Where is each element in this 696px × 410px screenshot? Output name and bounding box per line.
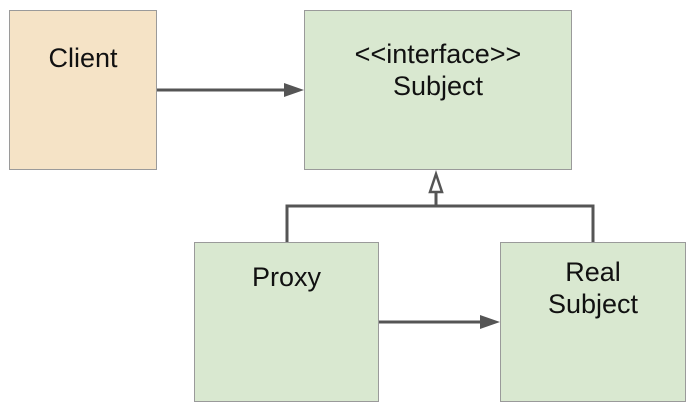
subject-stereotype: <<interface>> [354, 39, 522, 69]
subject-label: Subject [392, 71, 484, 101]
client-to-subject-arrowhead [284, 83, 304, 97]
client-label: Client [48, 43, 118, 73]
proxy-to-real-subject-arrowhead [480, 315, 500, 329]
real-subject-realization-line [436, 204, 595, 242]
proxy-class-box[interactable]: Proxy [194, 242, 379, 402]
proxy-realization-line [285, 204, 436, 242]
realization-connector [285, 170, 595, 242]
proxy-label: Proxy [251, 262, 322, 292]
client-to-subject-arrow [157, 83, 304, 97]
real-subject-label-line1: Real [565, 257, 621, 287]
real-subject-label-line2: Subject [547, 289, 639, 319]
client-class-box[interactable]: Client [9, 10, 157, 170]
proxy-to-real-subject-arrow [379, 315, 500, 329]
real-subject-class-box[interactable]: Real Subject [500, 242, 686, 402]
realization-hollow-arrowhead [428, 170, 444, 194]
subject-interface-box[interactable]: <<interface>> Subject [304, 10, 572, 170]
